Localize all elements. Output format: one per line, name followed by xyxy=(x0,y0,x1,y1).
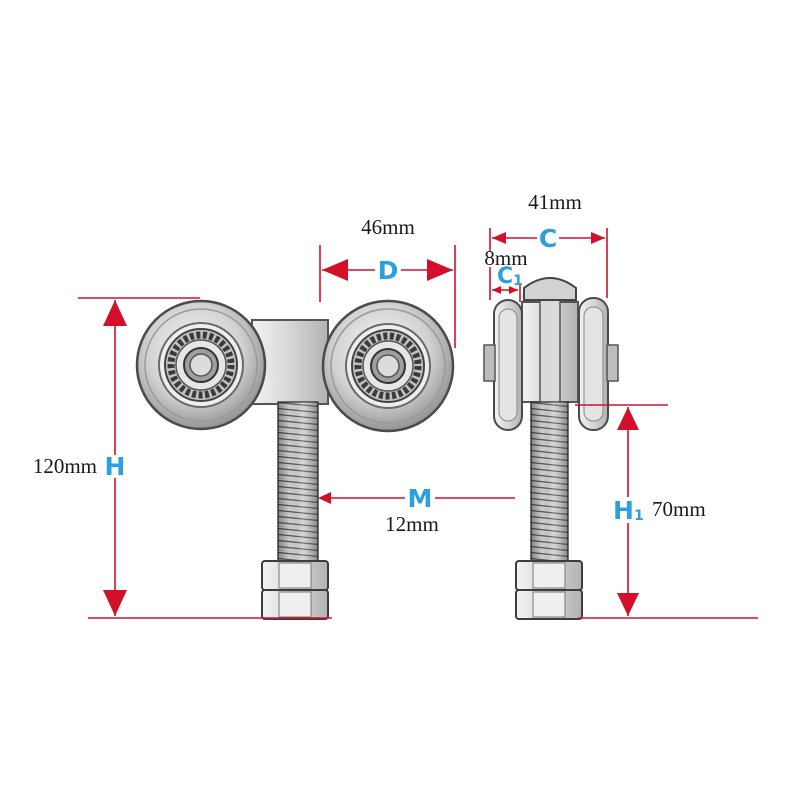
wheel-rim xyxy=(144,308,258,422)
right-axle-cap xyxy=(606,344,619,382)
h1-symbol-subscript: 1 xyxy=(634,508,644,524)
c-symbol: C xyxy=(539,224,557,253)
left-axle-cap xyxy=(483,344,496,382)
h1-arrow-bottom xyxy=(617,593,639,616)
h1-symbol-letter: H xyxy=(613,496,634,525)
d-arrow-left xyxy=(322,259,348,281)
c1-value: 8mm xyxy=(484,246,527,270)
c1-symbol-subscript: 1 xyxy=(513,273,523,289)
d-value: 46mm xyxy=(361,215,415,239)
m-symbol: M xyxy=(408,484,433,513)
top-cap-nut xyxy=(523,277,577,301)
side-threaded-bolt xyxy=(530,401,569,563)
h-arrow-top xyxy=(103,300,127,326)
c1-symbol-letter: C xyxy=(497,264,513,289)
h-symbol: H xyxy=(105,452,126,481)
d-symbol: D xyxy=(378,256,399,285)
axle-hole xyxy=(376,354,400,378)
c1-arrow-right xyxy=(509,286,518,294)
m-arrow xyxy=(318,492,331,504)
h-value: 120mm xyxy=(33,454,97,478)
c-arrow-left xyxy=(492,232,506,244)
threaded-bolt xyxy=(277,401,319,563)
right-wheel xyxy=(321,299,455,433)
bracket-spine xyxy=(539,291,561,416)
side-upper-nut xyxy=(515,560,583,591)
c1-symbol: C1 xyxy=(497,264,523,289)
wheel-rim xyxy=(330,308,446,424)
side-lower-nut xyxy=(515,589,583,620)
dimension-labels: H 120mm D 46mm C 41mm 8mm C1 M 12mm H1 7… xyxy=(33,190,706,536)
front-view xyxy=(135,299,455,620)
h1-symbol: H1 xyxy=(613,496,644,525)
right-side-wheel xyxy=(578,297,609,431)
lower-nut xyxy=(261,589,329,620)
left-wheel xyxy=(135,299,267,431)
upper-nut xyxy=(261,560,329,591)
side-view xyxy=(483,277,619,620)
axle-hole xyxy=(189,353,213,377)
h-arrow-bottom xyxy=(103,590,127,616)
bearing-balls xyxy=(167,331,235,399)
h1-value: 70mm xyxy=(652,497,706,521)
c-arrow-right xyxy=(591,232,605,244)
left-side-wheel xyxy=(493,299,523,431)
c-value: 41mm xyxy=(528,190,582,214)
bearing-balls xyxy=(354,332,422,400)
h1-arrow-top xyxy=(617,407,639,430)
c1-arrow-left xyxy=(492,286,501,294)
m-value: 12mm xyxy=(385,512,439,536)
d-arrow-right xyxy=(427,259,453,281)
